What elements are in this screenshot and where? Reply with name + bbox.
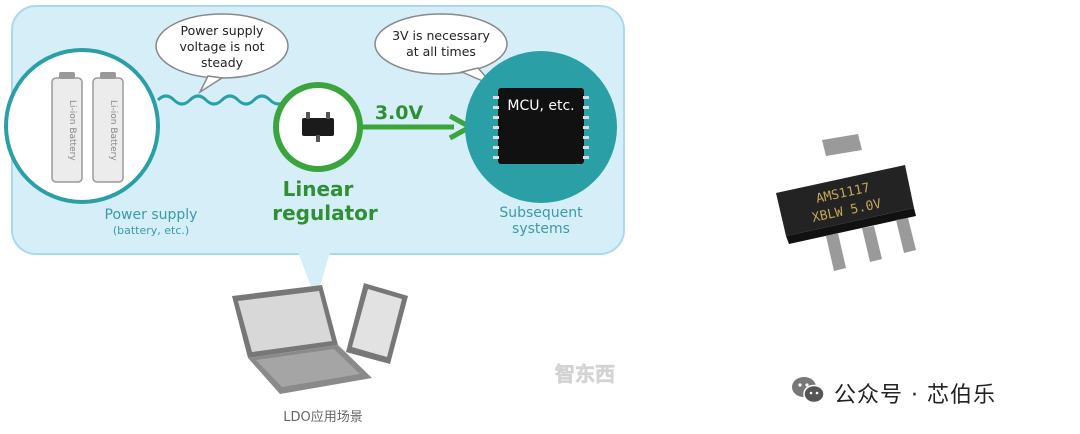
battery-1-terminal bbox=[59, 72, 75, 79]
figure-caption: LDO应用场景 bbox=[283, 410, 363, 425]
mcu-label: MCU, etc. bbox=[507, 98, 574, 114]
battery-group: Li-ion Battery Li-ion Battery bbox=[4, 48, 160, 204]
subsequent-label-line1: Subsequent bbox=[499, 205, 583, 221]
bubble-power-line2: voltage is not bbox=[179, 39, 264, 54]
battery-1-label: Li-ion Battery bbox=[67, 100, 77, 161]
bubble-mcu-group: 3V is necessary at all times bbox=[374, 13, 508, 87]
regulator-pin-3 bbox=[316, 135, 320, 142]
watermark: 智东西 bbox=[555, 362, 615, 386]
bubble-power-tail bbox=[198, 75, 225, 95]
laptop-icon bbox=[232, 285, 372, 394]
ams1117-chip: AMS1117 XBLW 5.0V bbox=[776, 134, 916, 271]
chip-lead-1 bbox=[826, 233, 846, 271]
chip-lead-3 bbox=[896, 218, 916, 253]
bubble-power-group: Power supply voltage is not steady bbox=[155, 13, 289, 95]
power-supply-sub: (battery, etc.) bbox=[113, 224, 189, 237]
laptop-screen bbox=[238, 291, 332, 352]
panel-pointer bbox=[298, 252, 330, 300]
chip-lead-2 bbox=[862, 226, 882, 262]
regulator-pin-1 bbox=[306, 112, 310, 119]
regulator-label-line2: regulator bbox=[272, 201, 378, 225]
bubble-power-line1: Power supply bbox=[181, 23, 265, 38]
tablet-screen bbox=[352, 289, 402, 357]
wechat-footer: 公众号 · 芯伯乐 bbox=[790, 372, 1060, 408]
mcu-group: MCU, etc. bbox=[465, 51, 617, 203]
bubble-mcu bbox=[374, 13, 508, 75]
mcu-chip-icon bbox=[498, 88, 584, 164]
wechat-brand-text: 公众号 · 芯伯乐 bbox=[834, 383, 996, 408]
output-voltage: 3.0V bbox=[375, 102, 424, 124]
tablet-icon bbox=[346, 283, 408, 364]
power-supply-label: Power supply bbox=[105, 207, 198, 223]
mcu-pins bbox=[493, 96, 589, 159]
laptop-keyboard bbox=[256, 349, 360, 387]
regulator-group: Linear regulator bbox=[272, 82, 378, 225]
chip-leads bbox=[826, 218, 916, 271]
bubble-mcu-line1: 3V is necessary bbox=[392, 28, 490, 43]
unsteady-voltage-wave bbox=[156, 94, 289, 106]
regulator-chip-icon bbox=[302, 118, 334, 136]
wechat-icon bbox=[792, 377, 825, 404]
subsequent-label-line2: systems bbox=[512, 221, 570, 237]
regulator-label-line1: Linear bbox=[283, 177, 354, 201]
bubble-mcu-line2: at all times bbox=[406, 44, 476, 59]
battery-2-terminal bbox=[100, 72, 116, 79]
chip-body-side bbox=[786, 208, 916, 244]
regulator-pin-2 bbox=[326, 112, 330, 119]
chip-body-top bbox=[776, 165, 914, 236]
chip-tab bbox=[822, 134, 862, 156]
battery-2-label: Li-ion Battery bbox=[108, 100, 118, 161]
bubble-power-line3: steady bbox=[201, 55, 244, 70]
